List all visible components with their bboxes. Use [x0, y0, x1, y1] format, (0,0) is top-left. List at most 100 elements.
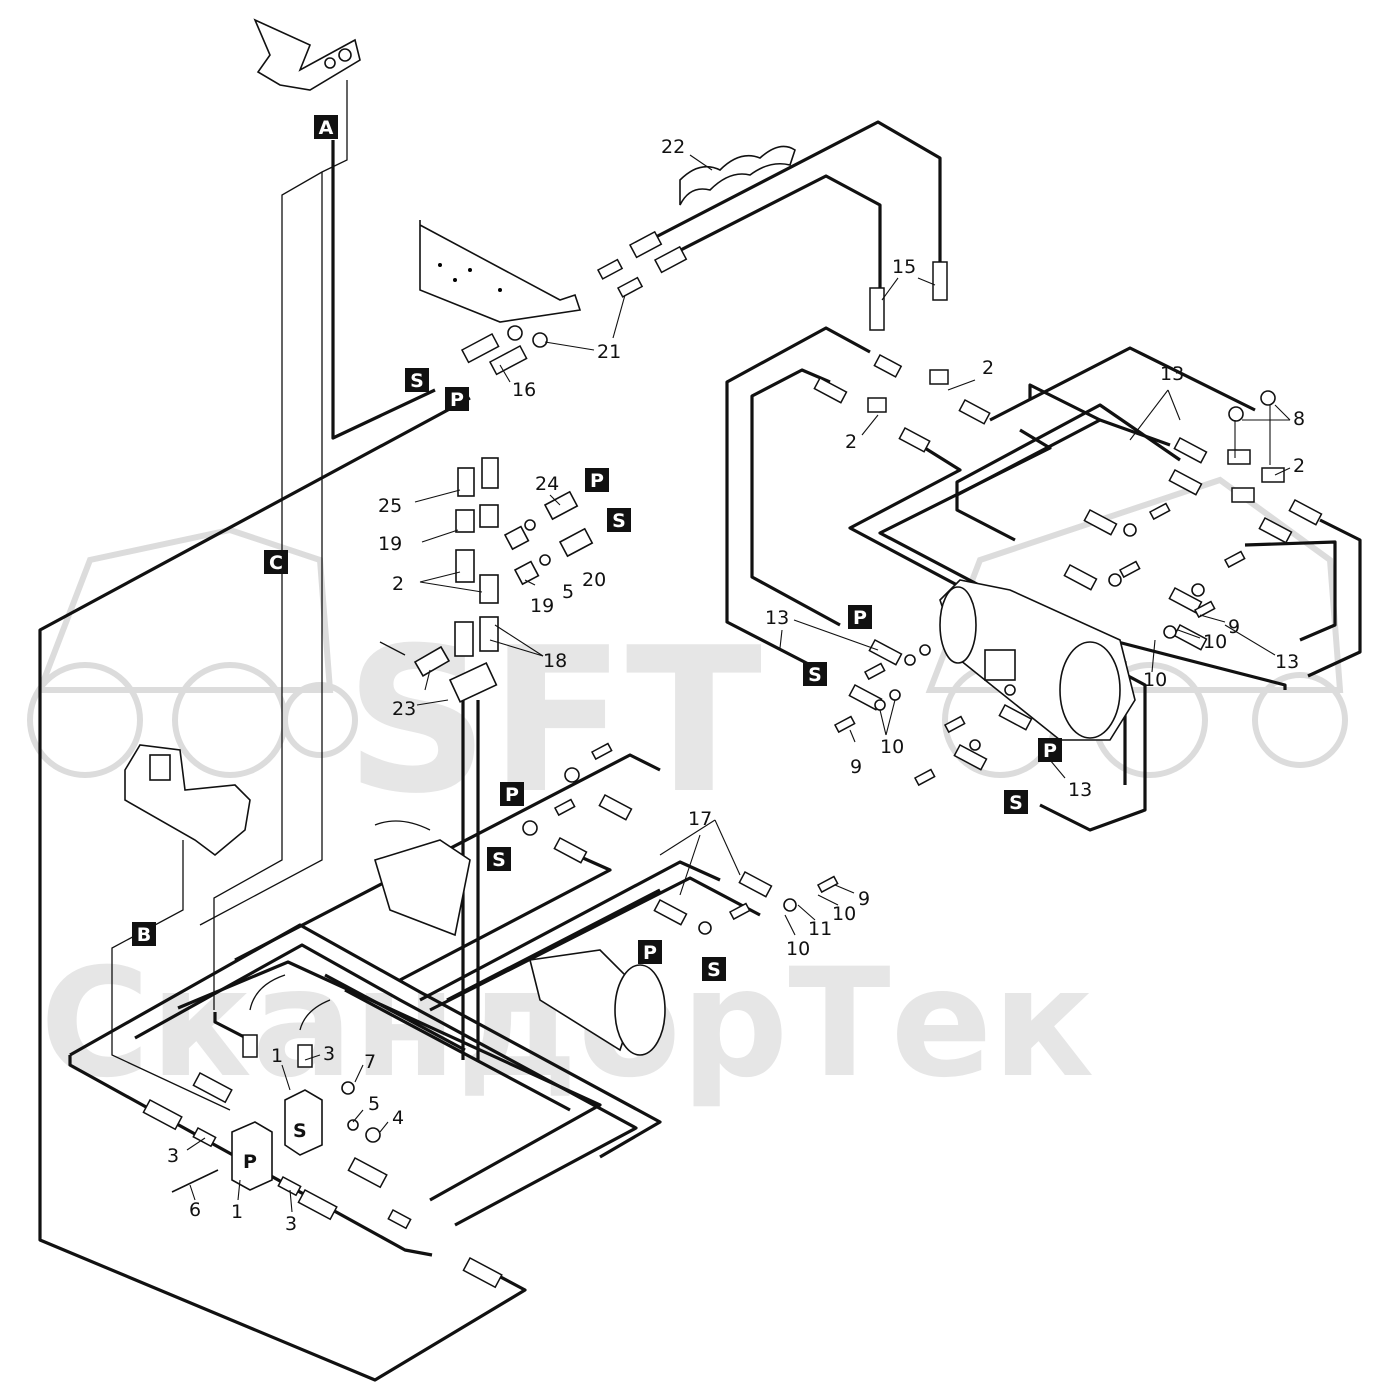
line-motor-s	[750, 368, 841, 627]
svg-text:S: S	[492, 849, 506, 871]
callout-3-top: 3	[323, 1043, 335, 1065]
callout-25: 25	[378, 495, 402, 517]
line-motor-p	[725, 326, 871, 672]
line-right-s	[1244, 540, 1337, 642]
callout-1-bottom: 1	[231, 1201, 243, 1223]
manifold-fittings	[142, 974, 503, 1289]
line-a	[331, 140, 436, 440]
fitting-15a	[869, 287, 885, 331]
callout-20: 20	[582, 569, 606, 591]
callout-10-right-b: 10	[1143, 669, 1167, 691]
callout-10-right-a: 10	[1203, 631, 1227, 653]
svg-text:S: S	[808, 664, 822, 686]
plate-fittings	[460, 230, 688, 376]
callout-13-left: 13	[765, 607, 789, 629]
line-right-join	[1028, 383, 1101, 422]
line-lower-7	[344, 988, 571, 1112]
pressure-switch-assembly	[454, 457, 594, 657]
callout-10-lower-a: 10	[832, 903, 856, 925]
leader-lines	[186, 154, 1291, 1213]
callout-16: 16	[512, 379, 536, 401]
line-lower-2	[134, 943, 638, 1227]
svg-text:S: S	[1009, 792, 1023, 814]
svg-text:A: A	[319, 117, 334, 139]
label-box-s-switch: S	[607, 508, 631, 532]
mounting-plate-icon	[419, 220, 582, 323]
fitting-15b	[932, 261, 948, 301]
manifold-s-marking: S	[293, 1120, 307, 1142]
label-box-s-upper: S	[405, 368, 429, 392]
callout-3-left: 3	[167, 1145, 179, 1167]
spiral-guard-icon	[679, 145, 796, 206]
callout-3-bottom: 3	[285, 1213, 297, 1235]
line-right-lower	[1109, 638, 1287, 690]
label-box-s-motor-left: S	[803, 662, 827, 686]
svg-text:P: P	[450, 389, 464, 411]
line-lower-center-4	[429, 876, 761, 1012]
line-p-main	[38, 396, 527, 1382]
manifold-p	[231, 1121, 273, 1191]
callout-9-left: 9	[850, 756, 862, 778]
line-right-p	[1307, 518, 1362, 678]
callout-numbers: 22 15 21 16 2 2 13 8 2 25 24 19 2 19 5 2…	[167, 136, 1305, 1235]
label-box-p-lower: P	[638, 940, 662, 964]
svg-text:P: P	[853, 607, 867, 629]
line-lower-1	[69, 923, 662, 1159]
callout-6: 6	[189, 1199, 201, 1221]
svg-text:S: S	[410, 370, 424, 392]
callout-21: 21	[597, 341, 621, 363]
callout-5-switch: 5	[562, 581, 574, 603]
watermark-machine-left-icon	[27, 526, 358, 778]
svg-text:S: S	[707, 959, 721, 981]
callout-5: 5	[368, 1093, 380, 1115]
label-box-p-motor-right: P	[1038, 738, 1062, 762]
label-box-p-switch: P	[585, 468, 609, 492]
label-box-s-drive: S	[487, 847, 511, 871]
callout-10-left: 10	[880, 736, 904, 758]
line-c-inner	[199, 172, 323, 926]
callout-23: 23	[392, 698, 416, 720]
callout-8: 8	[1293, 408, 1305, 430]
callout-19-left: 19	[378, 533, 402, 555]
callout-2-right: 2	[1293, 455, 1305, 477]
svg-text:P: P	[1043, 740, 1057, 762]
callout-24: 24	[535, 473, 559, 495]
tee-fittings-motor	[813, 353, 991, 453]
label-box-s-motor-right: S	[1004, 790, 1028, 814]
line-lower-3	[177, 960, 602, 1202]
callout-9-lower: 9	[858, 888, 870, 910]
connection-labels: A B C S P P S P S P S P S P S	[132, 115, 1062, 981]
drive-bellows-icon	[374, 820, 666, 1056]
callout-2-switch: 2	[392, 573, 404, 595]
callout-2-motor-left: 2	[845, 431, 857, 453]
label-box-a: A	[314, 115, 338, 139]
callout-4: 4	[392, 1107, 404, 1129]
lower-fittings-17	[522, 742, 839, 935]
svg-text:P: P	[590, 470, 604, 492]
hydraulic-motor-icon	[939, 579, 1136, 741]
motor-fittings	[833, 502, 1246, 787]
junction-block-23	[379, 641, 498, 703]
valve-block-b-icon	[124, 744, 251, 857]
line-lower-center-5	[446, 888, 661, 1002]
line-lower-5	[213, 1012, 251, 1042]
pedal-valve-icon	[253, 18, 361, 91]
line-motor-lower	[848, 443, 1147, 832]
callout-17: 17	[688, 808, 712, 830]
callout-13-bottom: 13	[1068, 779, 1092, 801]
label-box-p-upper: P	[445, 387, 469, 411]
svg-text:B: B	[137, 924, 151, 946]
label-box-p-drive: P	[500, 782, 524, 806]
manifold-s	[284, 1089, 323, 1156]
line-lower-center-1	[234, 753, 661, 962]
svg-text:P: P	[505, 784, 519, 806]
line-right-inner	[955, 403, 1181, 542]
label-box-b: B	[132, 922, 156, 946]
label-box-s-lower: S	[702, 957, 726, 981]
label-box-p-motor-left: P	[848, 605, 872, 629]
callout-15: 15	[892, 256, 916, 278]
callout-9-right: 9	[1228, 616, 1240, 638]
callout-18: 18	[543, 650, 567, 672]
